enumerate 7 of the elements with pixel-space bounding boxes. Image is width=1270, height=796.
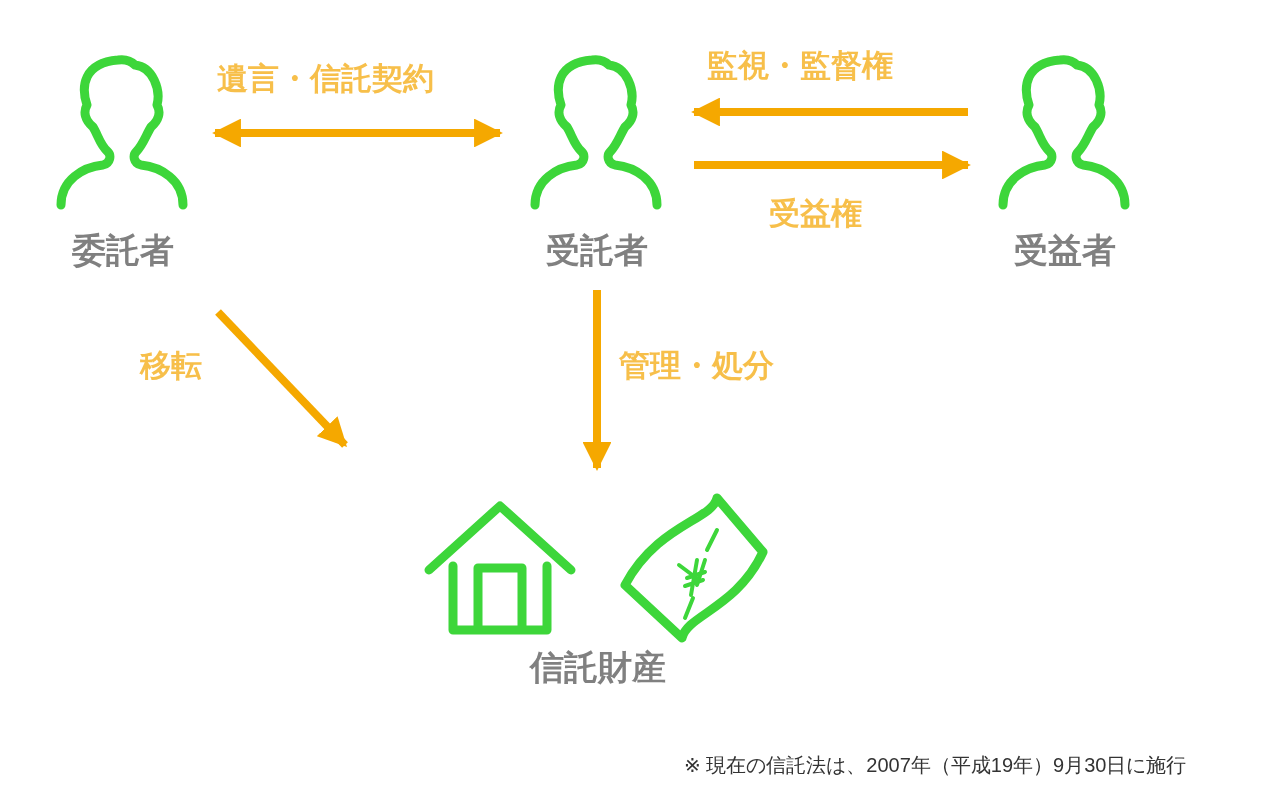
footnote: ※ 現在の信託法は、2007年（平成19年）9月30日に施行 bbox=[684, 753, 1187, 778]
node-label: 受益者 bbox=[1013, 229, 1117, 272]
arrow bbox=[215, 309, 348, 448]
node-label: 委託者 bbox=[70, 229, 175, 272]
node-label: 受託者 bbox=[545, 229, 649, 272]
node-label: 信託財産 bbox=[528, 646, 667, 689]
arrow bbox=[212, 118, 503, 148]
